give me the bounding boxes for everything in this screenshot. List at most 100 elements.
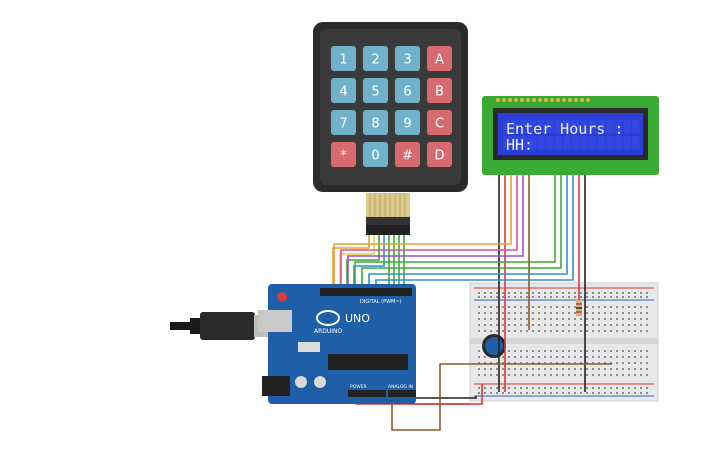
key-1[interactable]: 1 <box>331 46 356 71</box>
breadboard-hole <box>556 392 558 394</box>
analog-header <box>388 390 416 397</box>
key-face[interactable] <box>427 46 452 71</box>
key-3[interactable]: 3 <box>395 46 420 71</box>
breadboard-hole <box>526 306 528 308</box>
key-face[interactable] <box>427 78 452 103</box>
breadboard-hole <box>526 296 528 298</box>
key-face[interactable] <box>331 142 356 167</box>
breadboard-hole <box>562 318 564 320</box>
breadboard-hole <box>538 374 540 376</box>
breadboard-hole <box>526 368 528 370</box>
key-face[interactable] <box>363 46 388 71</box>
potentiometer-knob <box>485 337 503 355</box>
breadboard-hole <box>556 387 558 389</box>
breadboard-hole <box>628 387 630 389</box>
key-face[interactable] <box>363 142 388 167</box>
breadboard-hole <box>514 368 516 370</box>
key-face[interactable] <box>395 110 420 135</box>
breadboard-hole <box>514 312 516 314</box>
breadboard-hole <box>610 292 612 294</box>
breadboard-hole <box>604 312 606 314</box>
breadboard-hole <box>616 356 618 358</box>
breadboard-hole <box>520 318 522 320</box>
breadboard-hole <box>580 362 582 364</box>
key-C[interactable]: C <box>427 110 452 135</box>
key-face[interactable] <box>363 78 388 103</box>
breadboard-hole <box>556 292 558 294</box>
key-5[interactable]: 5 <box>363 78 388 103</box>
breadboard-hole <box>604 306 606 308</box>
breadboard-hole <box>568 296 570 298</box>
breadboard-hole <box>556 324 558 326</box>
breadboard-hole <box>538 362 540 364</box>
key-8[interactable]: 8 <box>363 110 388 135</box>
breadboard-hole <box>562 324 564 326</box>
breadboard-hole <box>640 350 642 352</box>
breadboard-hole <box>604 362 606 364</box>
breadboard-hole <box>538 387 540 389</box>
lcd-cell <box>571 120 580 133</box>
breadboard-hole <box>478 312 480 314</box>
breadboard-hole <box>478 350 480 352</box>
breadboard-hole <box>532 350 534 352</box>
breadboard-hole <box>514 356 516 358</box>
key-7[interactable]: 7 <box>331 110 356 135</box>
breadboard-hole <box>586 324 588 326</box>
breadboard-hole <box>622 312 624 314</box>
key-face[interactable] <box>395 78 420 103</box>
breadboard-hole <box>622 362 624 364</box>
breadboard-hole <box>556 350 558 352</box>
key-2[interactable]: 2 <box>363 46 388 71</box>
breadboard-hole <box>484 306 486 308</box>
key-4[interactable]: 4 <box>331 78 356 103</box>
key-label: 2 <box>371 53 379 68</box>
key-face[interactable] <box>427 110 452 135</box>
breadboard-hole <box>598 330 600 332</box>
breadboard-hole <box>580 324 582 326</box>
breadboard-hole <box>646 392 648 394</box>
breadboard-hole <box>532 374 534 376</box>
key-face[interactable] <box>331 110 356 135</box>
usb-plug <box>200 312 255 340</box>
breadboard-hole <box>502 318 504 320</box>
wire-lcd-rw <box>340 175 518 290</box>
key-face[interactable] <box>395 46 420 71</box>
lcd-module: Enter Hours : HH: <box>482 96 659 175</box>
key-0[interactable]: 0 <box>363 142 388 167</box>
breadboard-hole <box>610 368 612 370</box>
breadboard-hole <box>550 374 552 376</box>
lcd-cell <box>571 136 580 149</box>
key-face[interactable] <box>331 78 356 103</box>
key-hash[interactable]: # <box>395 142 420 167</box>
breadboard-hole <box>628 374 630 376</box>
key-9[interactable]: 9 <box>395 110 420 135</box>
breadboard-hole <box>646 368 648 370</box>
breadboard-hole <box>598 306 600 308</box>
key-face[interactable] <box>395 142 420 167</box>
breadboard-hole <box>616 324 618 326</box>
key-6[interactable]: 6 <box>395 78 420 103</box>
key-star[interactable]: * <box>331 142 356 167</box>
breadboard-hole <box>532 292 534 294</box>
breadboard-hole <box>580 330 582 332</box>
breadboard-hole <box>490 392 492 394</box>
key-A[interactable]: A <box>427 46 452 71</box>
breadboard-hole <box>646 350 648 352</box>
key-label: C <box>435 117 444 132</box>
breadboard-channel <box>470 338 658 344</box>
key-label: A <box>435 53 444 68</box>
lcd-cell <box>546 120 554 133</box>
breadboard-hole <box>502 324 504 326</box>
key-face[interactable] <box>363 110 388 135</box>
key-face[interactable] <box>427 142 452 167</box>
key-D[interactable]: D <box>427 142 452 167</box>
key-B[interactable]: B <box>427 78 452 103</box>
breadboard-hole <box>616 374 618 376</box>
breadboard-hole <box>478 318 480 320</box>
breadboard-hole <box>622 330 624 332</box>
breadboard-hole <box>550 330 552 332</box>
breadboard-hole <box>592 356 594 358</box>
key-face[interactable] <box>331 46 356 71</box>
breadboard-hole <box>616 312 618 314</box>
